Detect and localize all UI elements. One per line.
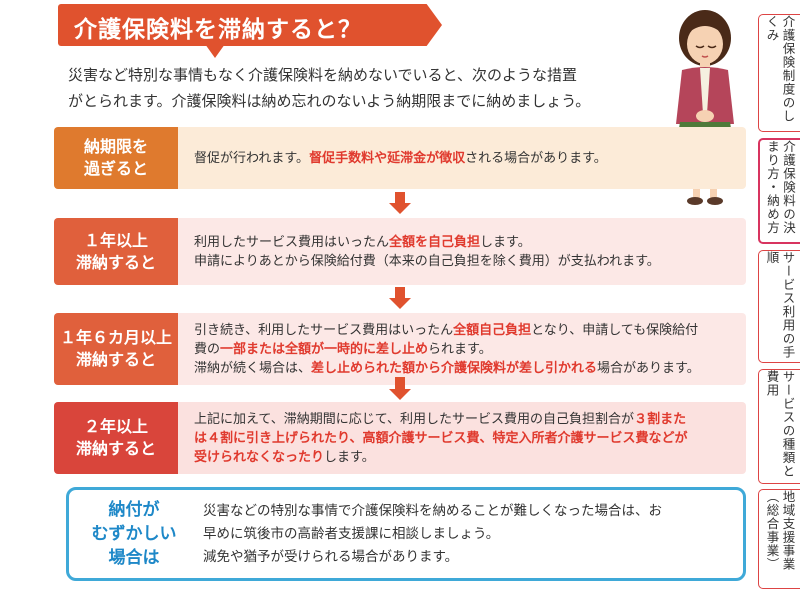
step-description: 引き続き、利用したサービス費用はいったん全額自己負担となり、申請しても保険給付 … [178, 313, 746, 385]
step-text: 滞納が続く場合は、 [194, 360, 312, 376]
consultation-text-line: 早めに筑後市の高齢者支援課に相談しましょう。 [203, 525, 500, 542]
consultation-label: 納付が むずかしい 場合は [69, 498, 199, 570]
step-text: 督促が行われます。 [194, 150, 310, 166]
step-text-line: 受けられなくなったりします。 [194, 448, 736, 467]
step-label-line: 滞納すると [75, 350, 156, 369]
step-label-line: １年６カ月以上 [59, 328, 172, 347]
intro-line-1: 災害など特別な事情もなく介護保険料を納めないでいると、次のような措置 [68, 66, 577, 84]
step-text: します。 [480, 234, 531, 250]
step-text: 利用したサービス費用はいったん [194, 234, 390, 250]
step-1-year: １年以上 滞納すると 利用したサービス費用はいったん全額を自己負担します。 申請… [54, 218, 746, 285]
intro-text: 災害など特別な事情もなく介護保険料を納めないでいると、次のような措置 がとられま… [68, 62, 678, 114]
step-label-line: ２年以上 [83, 417, 148, 436]
step-label-line: 過ぎると [83, 159, 148, 178]
tab-label: 地域支援事業（総合事業） [764, 490, 796, 571]
tab-insurance-system[interactable]: 介護保険制度のしくみ [758, 14, 800, 132]
title-banner-tail [205, 44, 225, 58]
step-text: 引き続き、利用したサービス費用はいったん [194, 322, 454, 338]
step-text-line: 費の一部または全額が一時的に差し止められます。 [194, 340, 736, 359]
step-highlight: 督促手数料や延滞金が徴収 [309, 150, 466, 166]
step-text: られます。 [428, 341, 492, 357]
step-highlight: 全額を自己負担 [389, 234, 481, 250]
tab-community-support[interactable]: 地域支援事業（総合事業） [758, 489, 800, 589]
tab-label: 介護保険制度のしくみ [764, 15, 796, 123]
step-text: 場合があります。 [597, 360, 700, 376]
down-arrow-icon [389, 298, 411, 309]
step-text-line: 申請によりあとから保険給付費（本来の自己負担を除く費用）が支払われます。 [194, 253, 660, 269]
step-highlight: 受けられなくなったり [194, 449, 325, 465]
tab-label: 介護保険料の決まり方・納め方 [765, 140, 796, 235]
step-highlight: 全額自己負担 [453, 322, 532, 338]
tab-premium-payment[interactable]: 介護保険料の決まり方・納め方 [758, 138, 800, 244]
step-description: 上記に加えて、滞納期間に応じて、利用したサービス費用の自己負担割合が３割また は… [178, 402, 746, 474]
arrow-stem [395, 287, 405, 299]
step-label: ２年以上 滞納すると [54, 402, 178, 474]
step-text-line: 上記に加えて、滞納期間に応じて、利用したサービス費用の自己負担割合が３割また [194, 410, 736, 429]
step-highlight: 一部または全額が一時的に差し止め [220, 341, 429, 357]
consultation-label-line: 場合は [108, 548, 160, 568]
step-1-year-6-months: １年６カ月以上 滞納すると 引き続き、利用したサービス費用はいったん全額自己負担… [54, 313, 746, 385]
tab-label: サービスの種類と費用 [764, 370, 796, 478]
tab-service-procedure[interactable]: サービス利用の手順 [758, 250, 800, 363]
step-label: １年以上 滞納すると [54, 218, 178, 285]
step-text-line: 引き続き、利用したサービス費用はいったん全額自己負担となり、申請しても保険給付 [194, 321, 736, 340]
step-description: 利用したサービス費用はいったん全額を自己負担します。 申請によりあとから保険給付… [178, 218, 746, 285]
consultation-text: 災害などの特別な事情で介護保険料を納めることが難しくなった場合は、お 早めに筑後… [199, 500, 662, 569]
step-highlight: ３割また [634, 411, 687, 427]
consultation-text-line: 災害などの特別な事情で介護保険料を納めることが難しくなった場合は、お [203, 502, 662, 519]
step-text: 上記に加えて、滞納期間に応じて、利用したサービス費用の自己負担割合が [194, 411, 635, 427]
arrow-stem [395, 192, 405, 204]
consultation-label-line: 納付が [108, 500, 160, 520]
step-label: 納期限を 過ぎると [54, 127, 178, 189]
down-arrow-icon [389, 389, 411, 400]
consultation-label-line: むずかしい [91, 524, 177, 544]
step-text: します。 [324, 449, 375, 465]
step-label-line: 滞納すると [75, 252, 156, 272]
step-2-years: ２年以上 滞納すると 上記に加えて、滞納期間に応じて、利用したサービス費用の自己… [54, 402, 746, 474]
title-banner [58, 4, 442, 46]
step-highlight: は４割に引き上げられたり、高額介護サービス費、特定入所者介護サービス費などが [194, 430, 688, 446]
intro-line-2: がとられます。介護保険料は納め忘れのないよう納期限までに納めましょう。 [68, 92, 591, 110]
arrow-stem [395, 377, 405, 390]
down-arrow-icon [389, 203, 411, 214]
step-label-line: １年以上 [83, 230, 148, 250]
step-text: される場合があります。 [465, 150, 607, 166]
page-title: 介護保険料を滞納すると？ [74, 17, 362, 43]
step-description: 督促が行われます。督促手数料や延滞金が徴収される場合があります。 [178, 127, 746, 189]
consultation-text-line: 減免や猶予が受けられる場合があります。 [203, 548, 459, 565]
step-highlight: 差し止められた額から介護保険料が差し引かれる [311, 360, 598, 376]
step-text: 費の [194, 341, 221, 357]
step-label-line: 滞納すると [75, 439, 156, 458]
step-overdue: 納期限を 過ぎると 督促が行われます。督促手数料や延滞金が徴収される場合がありま… [54, 127, 746, 189]
step-text-line: 督促が行われます。督促手数料や延滞金が徴収される場合があります。 [194, 149, 736, 168]
step-text: となり、申請しても保険給付 [531, 322, 699, 338]
step-label-line: 納期限を [83, 137, 148, 156]
step-text-line: 滞納が続く場合は、差し止められた額から介護保険料が差し引かれる場合があります。 [194, 359, 736, 378]
tab-label: サービス利用の手順 [764, 251, 796, 359]
consultation-box: 納付が むずかしい 場合は 災害などの特別な事情で介護保険料を納めることが難しく… [66, 487, 746, 581]
step-text-line: 利用したサービス費用はいったん全額を自己負担します。 [194, 233, 736, 252]
tab-service-types[interactable]: サービスの種類と費用 [758, 369, 800, 484]
step-label: １年６カ月以上 滞納すると [54, 313, 178, 385]
